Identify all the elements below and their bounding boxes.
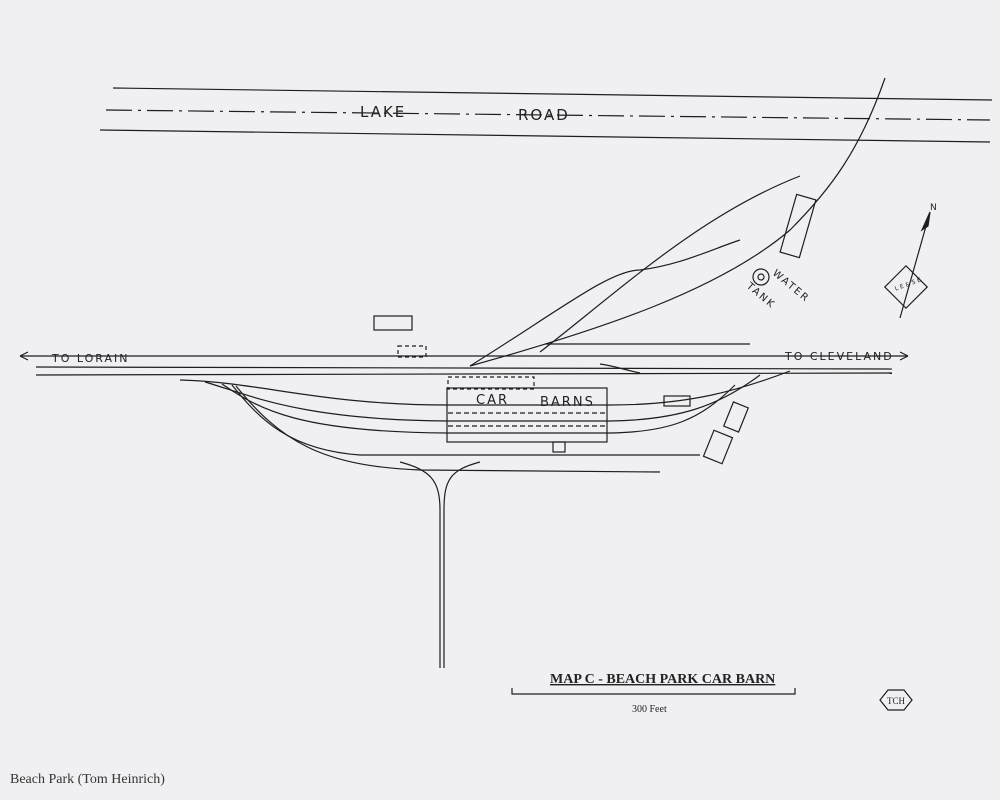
scale-label: 300 Feet [632,704,667,715]
lead-track-left [399,461,441,668]
main-line-north [35,366,893,370]
yard-track-1 [179,370,791,406]
seal-text: LE&SE [894,276,924,293]
initials-label: TCH [887,696,906,706]
building-northeast [779,193,817,259]
north-label: N [930,203,939,213]
main-line-south [35,372,893,376]
yard-track-3 [221,383,736,434]
lake-road-north-edge [112,87,993,101]
to-cleveland-label: TO CLEVELAND [784,350,894,363]
barns-label: BARNS [540,395,595,410]
curve-track-outer [469,77,886,367]
lake-road-south-edge [99,129,991,143]
building-dashed [397,345,427,358]
seal-icon [883,264,929,310]
water-label: WATER [770,268,811,305]
car-barns-annex [447,376,535,390]
north-arrow-head [920,211,931,232]
crossover [599,363,641,374]
curve-branch [469,239,741,367]
car-barns-building [446,387,608,443]
to-lorain-label: TO LORAIN [51,352,129,365]
arrow-left [19,351,29,361]
arrow-right [899,351,909,361]
curve-track-inner [539,175,801,353]
map-title: MAP C - BEACH PARK CAR BARN [550,672,775,687]
water-tank-inner [757,273,765,281]
initials-badge [879,689,913,711]
scale-bar [511,688,796,695]
barn-small-shed [552,441,566,453]
photo-caption: Beach Park (Tom Heinrich) [10,772,165,787]
building-north-1 [373,315,413,331]
road-label-road: ROAD [518,106,570,124]
building-east-1 [722,401,750,433]
road-label-lake: LAKE [360,103,406,121]
lake-road-centerline [105,109,991,121]
north-arrow-icon [899,211,931,319]
yard-track-5 [235,385,661,473]
building-east-2 [702,429,734,465]
building-east-small [663,395,691,407]
water-tank-icon [752,268,770,286]
lead-track-right [443,461,481,668]
car-label: CAR [476,393,509,408]
